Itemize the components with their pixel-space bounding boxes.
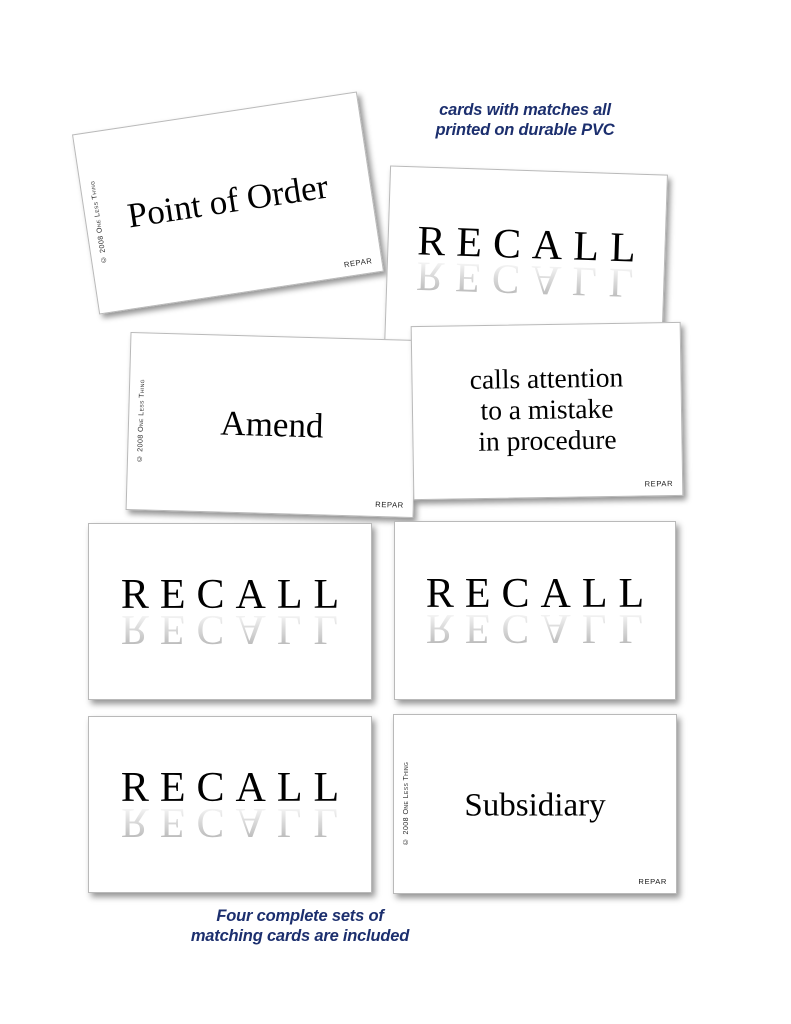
- recall-text: RECALL: [120, 571, 351, 618]
- card-definition-text: calls attention to a mistake in procedur…: [469, 361, 624, 457]
- card-face: calls attention to a mistake in procedur…: [412, 323, 683, 499]
- recall-text: RECALL: [120, 764, 351, 811]
- flashcard-recall-3[interactable]: RECALL RECALL: [394, 521, 676, 700]
- caption-top: cards with matches all printed on durabl…: [435, 101, 615, 139]
- recall-wordmark: RECALL RECALL: [387, 218, 665, 306]
- recall-text: RECALL: [425, 570, 656, 617]
- brand-mark: REPAR: [343, 256, 373, 270]
- card-face: RECALL RECALL: [89, 524, 371, 699]
- recall-wordmark: RECALL RECALL: [89, 764, 371, 845]
- card-term-text: Amend: [219, 403, 325, 446]
- card-face: © 2008 One Less Thing Point of Order REP…: [73, 93, 383, 314]
- recall-reflection-text: RECALL: [120, 605, 351, 652]
- card-term-text: Subsidiary: [464, 787, 606, 824]
- flashcard-recall-2[interactable]: RECALL RECALL: [88, 523, 372, 700]
- card-face: © 2008 One Less Thing Amend REPAR: [127, 333, 418, 517]
- brand-mark: REPAR: [644, 479, 674, 489]
- flashcard-definition-point-of-order[interactable]: calls attention to a mistake in procedur…: [410, 321, 684, 501]
- brand-mark: REPAR: [375, 499, 404, 510]
- recall-reflection-text: RECALL: [415, 251, 647, 306]
- card-face: RECALL RECALL: [395, 522, 675, 699]
- caption-bottom: Four complete sets of matching cards are…: [190, 907, 410, 945]
- flashcard-amend[interactable]: © 2008 One Less Thing Amend REPAR: [125, 332, 419, 518]
- brand-mark: REPAR: [638, 877, 667, 886]
- flashcard-point-of-order[interactable]: © 2008 One Less Thing Point of Order REP…: [72, 91, 384, 315]
- card-term-text: Point of Order: [124, 166, 331, 236]
- recall-wordmark: RECALL RECALL: [89, 571, 371, 652]
- flashcard-recall-4[interactable]: RECALL RECALL: [88, 716, 372, 893]
- flashcard-subsidiary[interactable]: © 2008 One Less Thing Subsidiary REPAR: [393, 714, 677, 894]
- recall-reflection-text: RECALL: [120, 798, 351, 845]
- recall-reflection-text: RECALL: [425, 604, 656, 651]
- recall-wordmark: RECALL RECALL: [395, 570, 675, 651]
- card-face: © 2008 One Less Thing Subsidiary REPAR: [394, 715, 676, 893]
- card-face: RECALL RECALL: [89, 717, 371, 892]
